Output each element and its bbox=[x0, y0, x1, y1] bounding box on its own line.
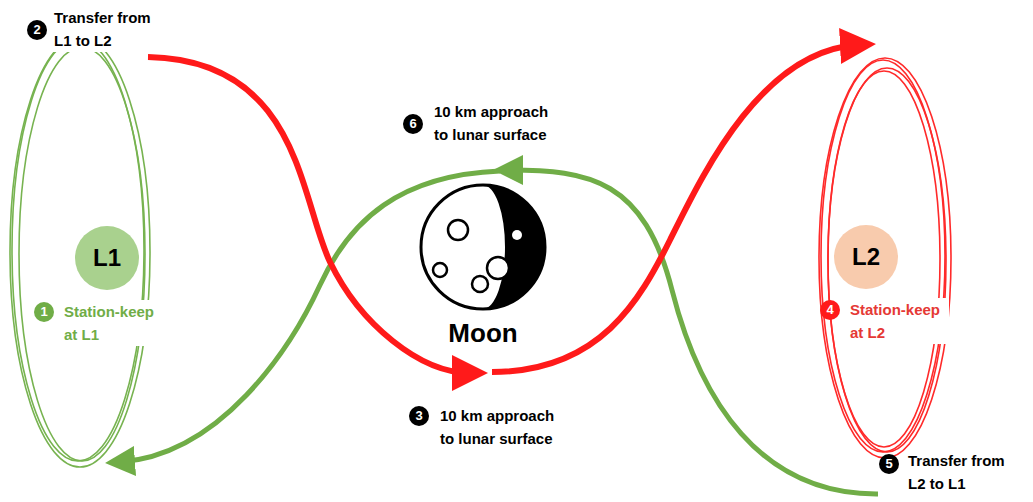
lagrange-point: L1 bbox=[75, 226, 139, 290]
lagrange-point: L2 bbox=[834, 225, 898, 289]
callout-number: 4 bbox=[820, 300, 840, 320]
node-text: L1 bbox=[93, 244, 121, 272]
callout-text: Station-keep at L1 bbox=[62, 300, 163, 346]
node-text: Moon bbox=[448, 318, 517, 349]
l1-orbit bbox=[10, 37, 150, 467]
green-trajectory bbox=[508, 170, 878, 494]
callout-text: Transfer from L1 to L2 bbox=[52, 6, 162, 52]
callout-number: 5 bbox=[879, 454, 899, 474]
callout-text: 10 km approach to lunar surface bbox=[432, 100, 556, 146]
callout-text: Transfer from L2 to L1 bbox=[906, 449, 1020, 495]
callout-number: 6 bbox=[403, 114, 423, 134]
red-trajectory bbox=[148, 57, 470, 373]
node-text: L2 bbox=[852, 243, 880, 271]
l2-orbit bbox=[819, 58, 951, 458]
red-trajectory bbox=[492, 45, 858, 372]
callout-number: 3 bbox=[409, 406, 429, 426]
callout-number: 1 bbox=[34, 302, 54, 322]
callout-text: 10 km approach to lunar surface bbox=[438, 404, 562, 450]
moon-label: Moon bbox=[418, 316, 548, 351]
moon-icon bbox=[421, 185, 545, 309]
callout-number: 2 bbox=[27, 20, 47, 40]
callout-text: Station-keep at L2 bbox=[848, 298, 949, 344]
